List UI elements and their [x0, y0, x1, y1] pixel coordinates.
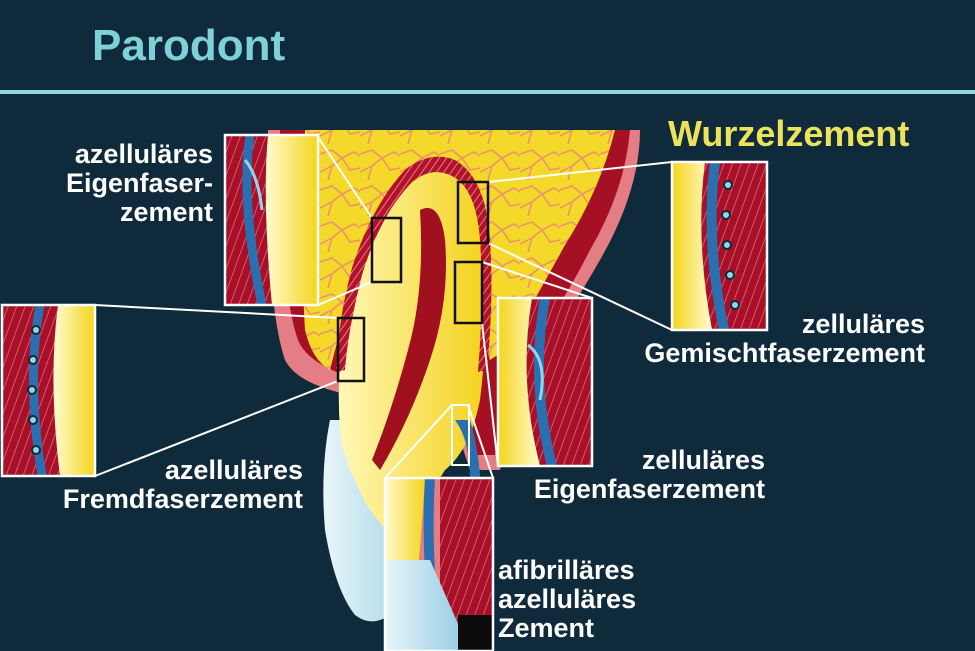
zoom-boxes: [336, 180, 490, 383]
inset-zellular-gemischt: [670, 160, 769, 332]
title-divider: [0, 90, 975, 94]
pulp-canal: [372, 208, 446, 470]
guide-lines: [94, 136, 673, 479]
label-azellular-eigenfaser: azelluläres Eigenfaser- zement: [65, 139, 213, 227]
diagram-subtitle: Wurzelzement: [668, 113, 910, 154]
inset-afibrillar: [383, 476, 495, 651]
inset-azellular-eigenfaser: [223, 133, 320, 307]
inset-zellular-eigenfaser: [496, 296, 594, 468]
zoom-box-apex: [451, 404, 470, 466]
label-zellular-eigenfaser: zelluläres Eigenfaserzement: [533, 445, 765, 504]
label-afibrillar: afibrilläres azelluläres Zement: [498, 555, 637, 643]
inset-azellular-fremdfaser: [0, 303, 97, 478]
page-title: Parodont: [92, 21, 286, 70]
alveolar-bone: [302, 130, 615, 370]
label-azellular-fremdfaser: azelluläres Fremdfaserzement: [62, 455, 303, 514]
label-zellular-gemischt: zelluläres Gemischtfaserzement: [644, 309, 925, 368]
